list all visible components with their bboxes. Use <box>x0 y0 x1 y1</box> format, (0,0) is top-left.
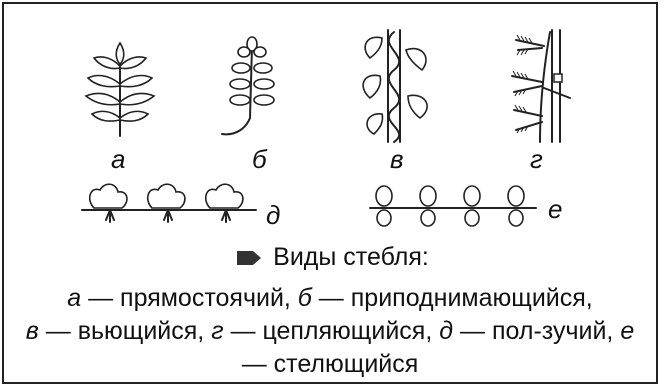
caption-title-text: Виды стебля: <box>273 243 429 271</box>
caption-text-b: — приподнимающийся, <box>312 284 593 312</box>
label-g: г <box>530 146 543 172</box>
caption-letter-b: б <box>298 284 312 312</box>
caption-text-v: — вьющийся, <box>39 317 211 345</box>
caption-text-a: — прямостоячий, <box>81 284 298 312</box>
caption-letter-a: а <box>67 284 81 312</box>
label-a: а <box>111 146 125 172</box>
label-e: е <box>548 196 562 222</box>
caption-title: Виды стебля: <box>0 243 664 272</box>
stem-ascending-illustration <box>216 38 286 138</box>
caption-text-g: — цепляющийся, <box>224 317 440 345</box>
label-v: в <box>390 146 404 172</box>
stem-trailing-illustration <box>368 184 538 228</box>
stem-creeping-illustration <box>80 180 260 224</box>
caption-text-e: — стелющийся <box>242 350 419 378</box>
caption-letter-g: г <box>211 317 223 345</box>
stem-twining-illustration <box>356 26 436 144</box>
caption-letter-v: в <box>26 317 39 345</box>
stem-clinging-illustration <box>496 26 576 144</box>
label-b: б <box>252 146 267 172</box>
caption-letter-e: е <box>620 317 634 345</box>
caption-marker-icon <box>235 249 263 267</box>
caption-letter-d: д <box>439 317 453 345</box>
stem-upright-illustration <box>80 38 160 138</box>
label-d: д <box>266 202 280 228</box>
caption-text-d: — пол-зучий, <box>453 317 620 345</box>
caption-body: а — прямостоячий, б — приподнимающийся, … <box>12 282 648 381</box>
